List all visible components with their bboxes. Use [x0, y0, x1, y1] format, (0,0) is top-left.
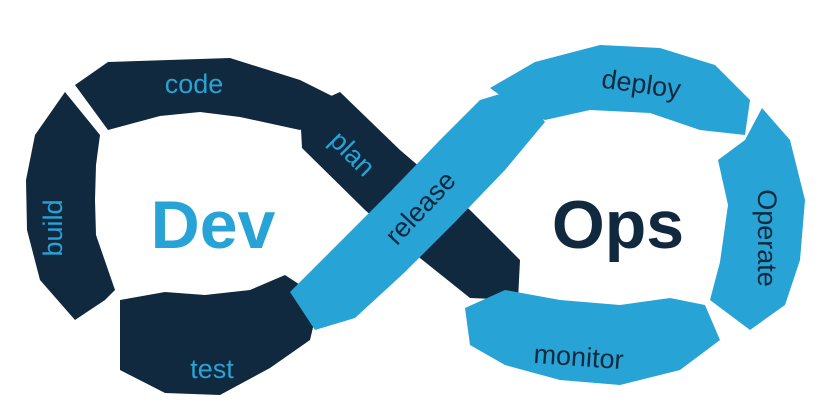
operate-segment	[710, 108, 805, 330]
monitor-segment	[465, 290, 720, 385]
dev-title: Dev	[151, 187, 276, 263]
operate-label: Operate	[752, 189, 782, 287]
build-segment	[26, 92, 115, 320]
deploy-segment	[490, 45, 750, 135]
test-segment	[120, 275, 320, 395]
test-label: test	[190, 354, 234, 384]
release-segment	[290, 88, 545, 330]
ops-loop	[465, 45, 805, 385]
code-label: code	[165, 69, 224, 99]
build-label: build	[38, 199, 68, 256]
ops-title: Ops	[552, 187, 684, 263]
monitor-label: monitor	[533, 339, 625, 375]
code-segment	[75, 58, 350, 130]
